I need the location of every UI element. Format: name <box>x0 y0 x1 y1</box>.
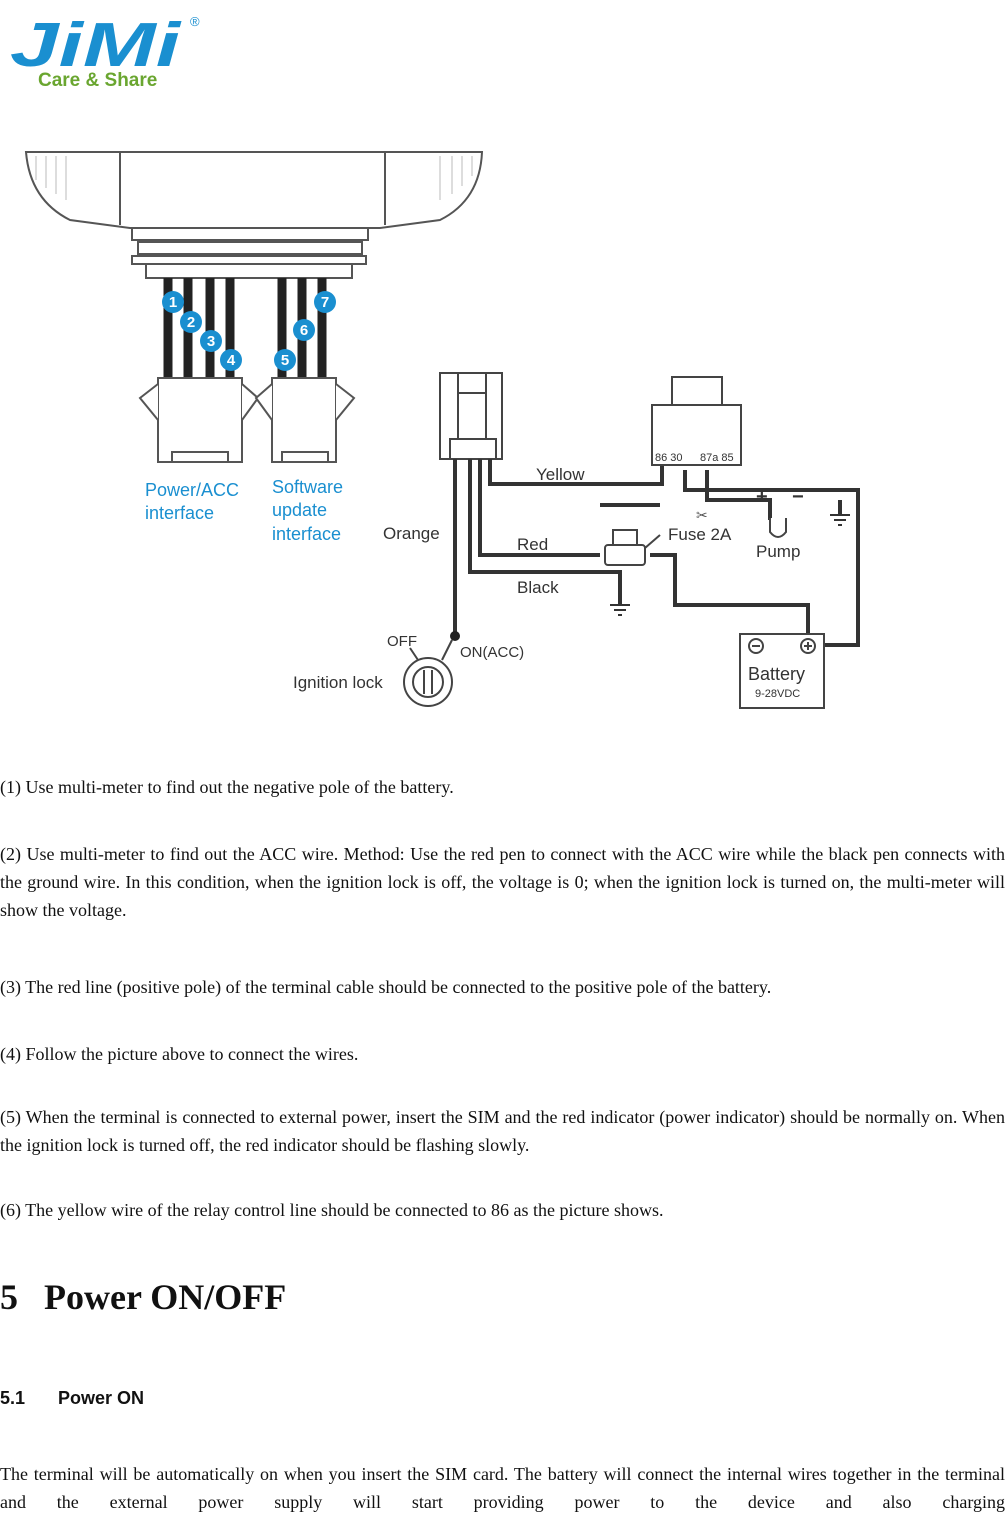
pin-1-label: 1 <box>169 294 177 311</box>
fuse-label: Fuse 2A <box>668 525 732 544</box>
pin-3-label: 3 <box>207 333 215 350</box>
step-4: (4) Follow the picture above to connect … <box>0 1044 359 1064</box>
fuse <box>604 529 661 566</box>
ignition-on-label: ON(ACC) <box>460 644 524 661</box>
battery-voltage-label: 9-28VDC <box>755 688 800 700</box>
scissors-icon: ✂ <box>696 507 708 523</box>
ground-symbols <box>610 514 850 616</box>
harness-plug <box>439 372 503 460</box>
pin-2-label: 2 <box>187 314 195 331</box>
wiring-diagram: 1 2 3 4 5 6 7 Power/ACC interface Softwa… <box>24 151 860 709</box>
software-interface-label: Software <box>272 477 343 497</box>
black-wire-label: Black <box>517 578 559 597</box>
section-heading: 5 Power ON/OFF <box>0 1276 286 1318</box>
power-interface-label: Power/ACC <box>145 480 239 500</box>
section-title: Power ON/OFF <box>44 1277 287 1317</box>
ignition-lock <box>403 639 453 707</box>
harness-wires <box>453 459 860 647</box>
relay-pins-left: 86 30 <box>655 452 683 464</box>
power-connector <box>138 377 260 463</box>
orange-wire-label: Orange <box>383 524 440 543</box>
pump-plus-sign: + <box>756 486 768 508</box>
software-interface-label-3: interface <box>272 524 341 544</box>
battery <box>739 633 825 709</box>
section-number: 5 <box>0 1277 18 1317</box>
pin-5-label: 5 <box>281 352 289 369</box>
red-wire-label: Red <box>517 535 548 554</box>
acc-contact <box>450 631 460 641</box>
step-3: (3) The red line (positive pole) of the … <box>0 977 772 997</box>
logo-brand: JiMi <box>10 11 182 80</box>
logo-registered-mark: ® <box>190 14 200 29</box>
power-interface-label-2: interface <box>145 503 214 523</box>
subsection-number: 5.1 <box>0 1388 26 1408</box>
pin-badges: 1 2 3 4 5 6 7 <box>162 291 336 371</box>
step-1: (1) Use multi-meter to find out the nega… <box>0 777 454 797</box>
pin-6-label: 6 <box>300 322 308 339</box>
step-5: (5) When the terminal is connected to ex… <box>0 1107 1005 1155</box>
software-interface-label-2: update <box>272 500 327 520</box>
logo-tagline: Care & Share <box>38 70 157 91</box>
subsection-heading: 5.1 Power ON <box>0 1388 144 1409</box>
pump-minus-sign: − <box>792 486 804 508</box>
tracker-device <box>24 151 484 279</box>
relay <box>651 376 742 466</box>
relay-pins-right: 87a 85 <box>700 452 734 464</box>
subsection-title: Power ON <box>58 1388 145 1408</box>
yellow-wire-label: Yellow <box>536 465 585 484</box>
pump <box>769 518 787 538</box>
ignition-lock-label: Ignition lock <box>293 673 383 692</box>
software-connector <box>254 377 356 463</box>
battery-label: Battery <box>748 664 805 684</box>
power-on-body: The terminal will be automatically on wh… <box>0 1464 1005 1512</box>
jimi-logo: JiMi ® Care & Share <box>10 11 200 91</box>
ignition-off-label: OFF <box>387 633 417 650</box>
step-6: (6) The yellow wire of the relay control… <box>0 1200 664 1220</box>
pump-label: Pump <box>756 542 800 561</box>
step-2: (2) Use multi-meter to find out the ACC … <box>0 844 1005 920</box>
pin-7-label: 7 <box>321 294 329 311</box>
pin-4-label: 4 <box>227 352 236 369</box>
